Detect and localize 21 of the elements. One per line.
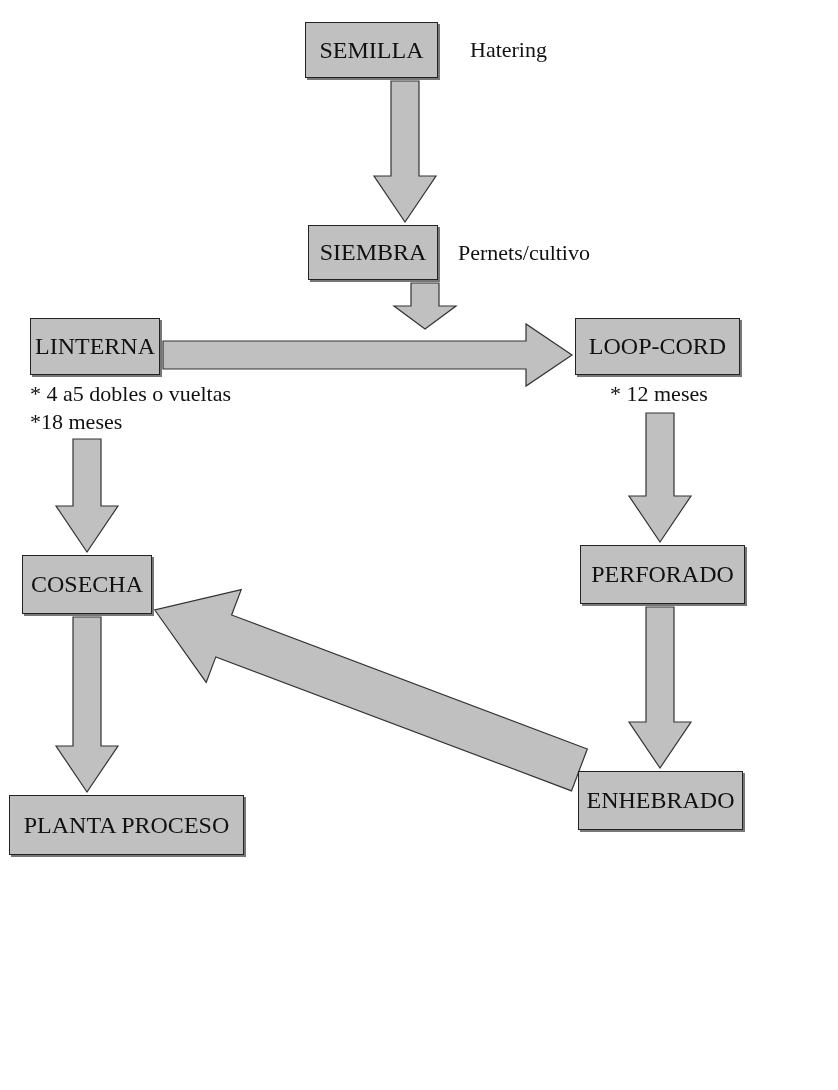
- block-arrow: [162, 322, 574, 388]
- note-text: Hatering: [470, 36, 547, 64]
- block-arrow: [54, 616, 120, 794]
- process-box: PERFORADO: [580, 545, 745, 604]
- block-arrow: [627, 606, 693, 770]
- process-box: SIEMBRA: [308, 225, 438, 280]
- block-arrow: [153, 588, 589, 792]
- process-box: COSECHA: [22, 555, 152, 614]
- process-box: PLANTA PROCESO: [9, 795, 244, 855]
- process-box: LOOP-CORD: [575, 318, 740, 375]
- note-text: * 4 a5 dobles o vueltas: [30, 380, 232, 408]
- block-arrow: [372, 80, 438, 224]
- note-text: Pernets/cultivo: [458, 239, 590, 267]
- block-arrow: [392, 282, 458, 330]
- block-arrow: [627, 412, 693, 544]
- note-text: * 12 meses: [610, 380, 708, 408]
- process-box: ENHEBRADO: [578, 771, 743, 830]
- process-box: SEMILLA: [305, 22, 438, 78]
- note-text: *18 meses: [30, 407, 124, 435]
- process-box: LINTERNA: [30, 318, 160, 375]
- block-arrow: [54, 438, 120, 554]
